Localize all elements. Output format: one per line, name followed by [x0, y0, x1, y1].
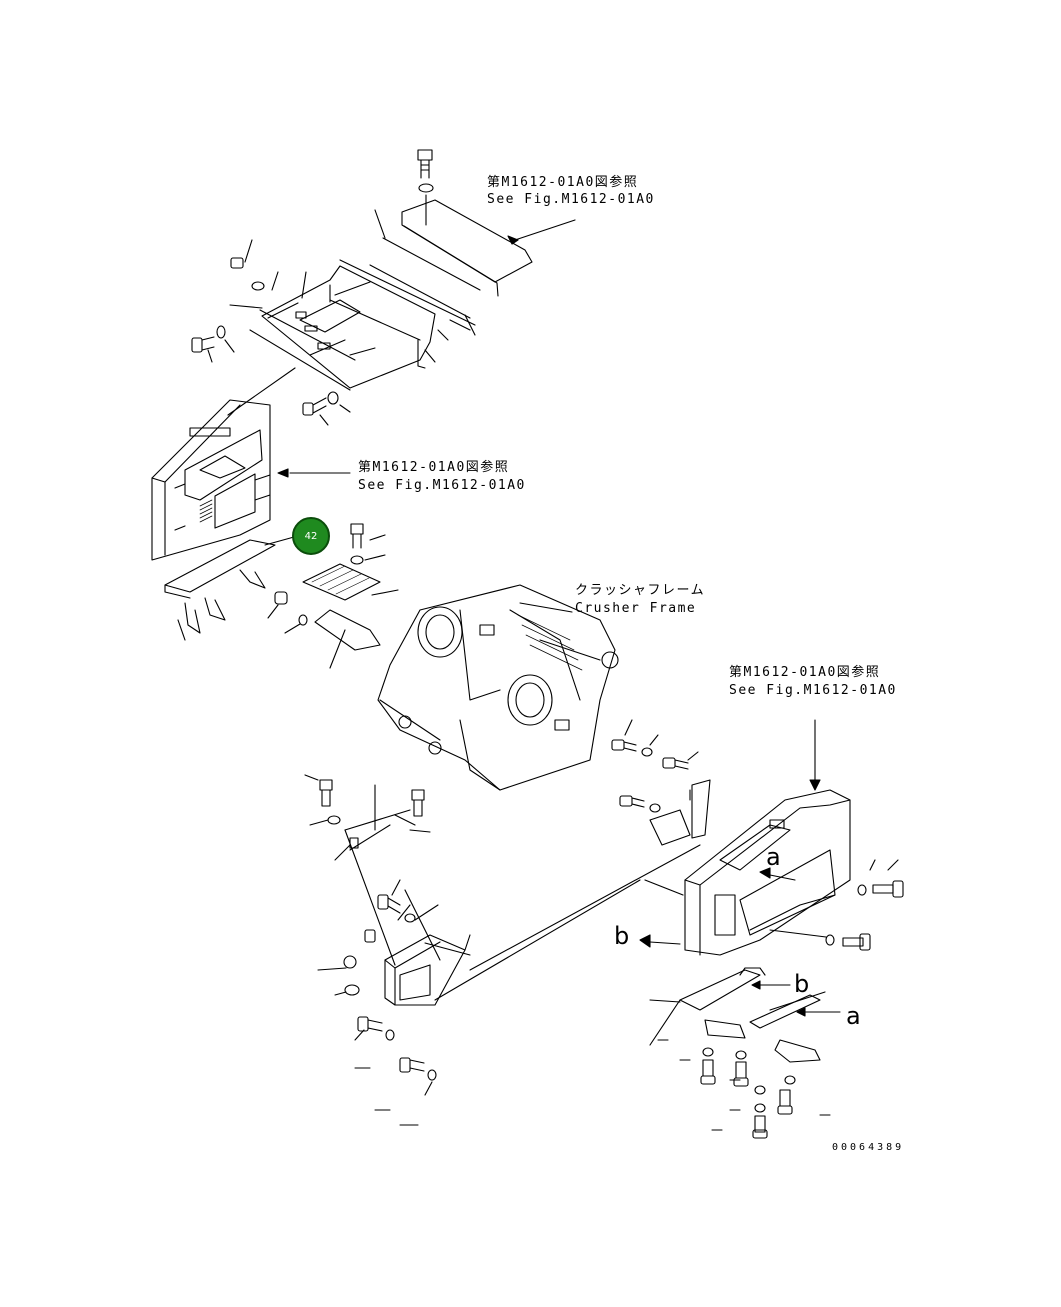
crusher-frame	[377, 584, 619, 791]
callout-a-lower: a	[846, 1002, 861, 1030]
right-foot-plates	[649, 967, 841, 1139]
reference-label-right-jp: 第M1612-01A0図参照	[729, 665, 881, 680]
callout-b-lower: b	[794, 970, 810, 998]
reference-label-right-en: See Fig.M1612-01A0	[729, 683, 897, 698]
reference-label-top-en: See Fig.M1612-01A0	[487, 192, 655, 207]
crusher-frame-label-jp: クラッシャフレーム	[575, 583, 706, 598]
callout-b-left: b	[614, 922, 630, 950]
left-lower-bracket	[304, 774, 701, 1126]
reference-label-top-jp: 第M1612-01A0図参照	[487, 175, 639, 190]
item-42-marker[interactable]: 42	[292, 517, 330, 555]
center-right-hardware	[611, 719, 711, 846]
callout-a-upper: a	[766, 843, 781, 871]
reference-label-middle-en: See Fig.M1612-01A0	[358, 478, 526, 493]
top-cover-assembly	[191, 149, 576, 426]
left-brackets	[164, 523, 399, 669]
left-side-panel	[151, 399, 351, 561]
reference-label-middle-jp: 第M1612-01A0図参照	[358, 460, 510, 475]
marker-leader-line	[264, 536, 295, 546]
document-number: 00064389	[832, 1142, 905, 1153]
right-side-frame	[639, 719, 904, 956]
crusher-frame-label-en: Crusher Frame	[575, 601, 697, 616]
